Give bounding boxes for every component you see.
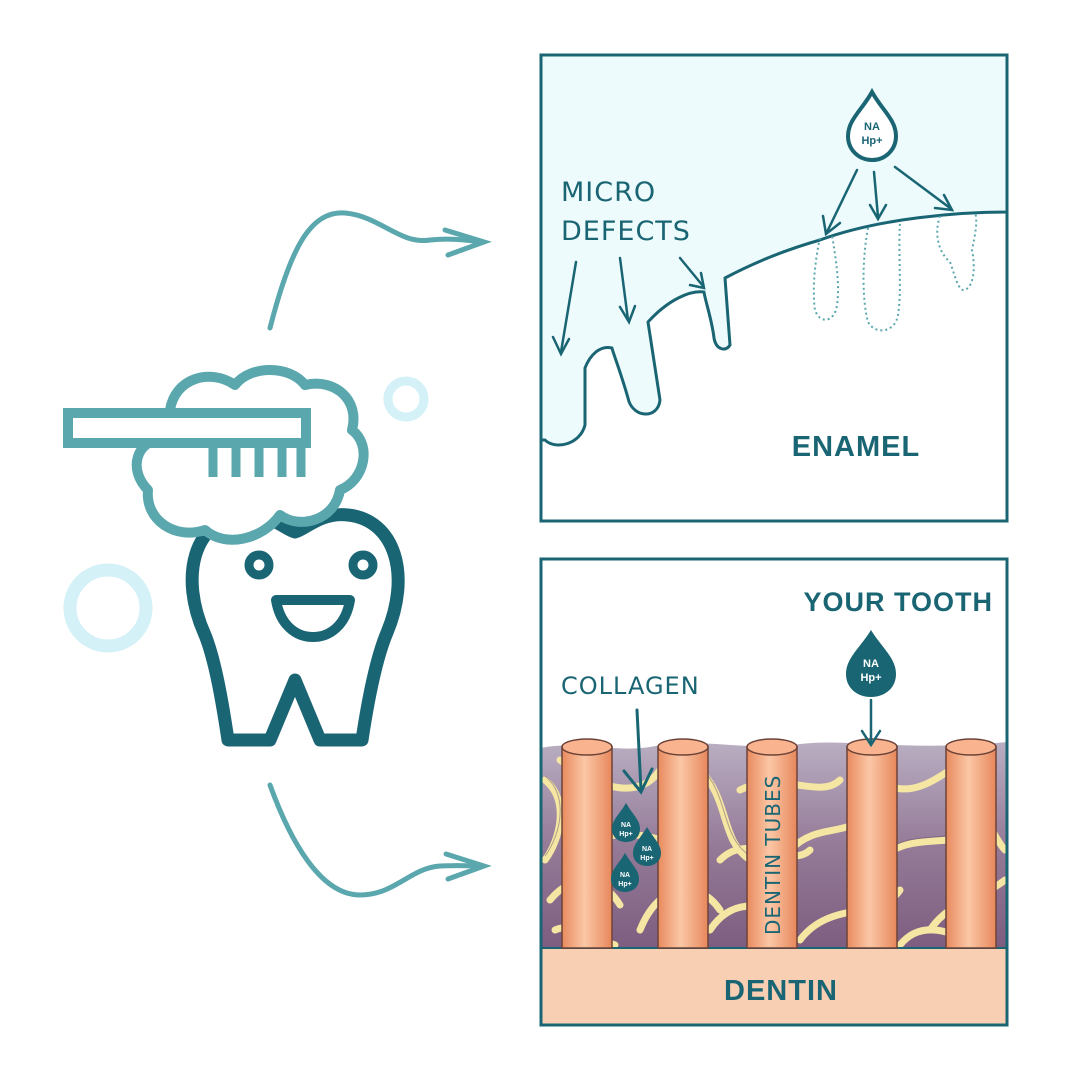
curved-arrow-icon bbox=[267, 782, 492, 898]
curved-arrow-icon bbox=[267, 210, 492, 331]
dentin-label: DENTIN bbox=[724, 975, 838, 1007]
bubble-icon bbox=[63, 563, 153, 653]
dentin-tube bbox=[561, 738, 613, 949]
collagen-arrow bbox=[622, 708, 654, 795]
svg-text:Hp+: Hp+ bbox=[861, 135, 882, 147]
drop-icon: NA Hp+ bbox=[846, 630, 896, 697]
micro-defects-label: MICRO bbox=[561, 177, 656, 208]
drop-icon: NA Hp+ bbox=[845, 87, 899, 163]
enamel-panel: MICRO DEFECTS NA Hp+ ENAMEL bbox=[539, 53, 1009, 523]
your-tooth-title: YOUR TOOTH bbox=[803, 587, 993, 617]
svg-text:Hp+: Hp+ bbox=[860, 672, 881, 684]
drop-icon: NA Hp+ bbox=[612, 803, 640, 842]
svg-text:NA: NA bbox=[621, 822, 631, 829]
dentin-tubes-label: DENTIN TUBES bbox=[761, 775, 785, 935]
drop-icon: NA Hp+ bbox=[633, 827, 661, 866]
drop-icon: NA Hp+ bbox=[611, 853, 639, 892]
toothbrush-icon bbox=[63, 365, 369, 545]
dentin-panel: DENTIN TUBES NA Hp+ NA Hp+ NA Hp+ COLLAG… bbox=[539, 557, 1009, 1027]
svg-text:Hp+: Hp+ bbox=[619, 831, 632, 838]
svg-text:Hp+: Hp+ bbox=[618, 881, 631, 888]
dentin-tube bbox=[657, 738, 709, 949]
micro-defects-label: DEFECTS bbox=[561, 216, 691, 247]
collagen-label: COLLAGEN bbox=[561, 672, 700, 700]
svg-text:Hp+: Hp+ bbox=[640, 855, 653, 862]
svg-text:NA: NA bbox=[642, 846, 652, 853]
svg-text:NA: NA bbox=[864, 121, 880, 133]
tooth-smile-icon bbox=[185, 508, 405, 747]
dentin-tube bbox=[846, 738, 898, 949]
enamel-label: ENAMEL bbox=[792, 431, 920, 463]
drop-arrow bbox=[860, 698, 882, 748]
dentin-tube bbox=[945, 738, 997, 949]
svg-text:NA: NA bbox=[863, 658, 879, 670]
dentin-base bbox=[541, 947, 1007, 1025]
svg-text:NA: NA bbox=[620, 872, 630, 879]
dentin-tube bbox=[746, 738, 798, 949]
bubble-icon bbox=[383, 376, 429, 422]
